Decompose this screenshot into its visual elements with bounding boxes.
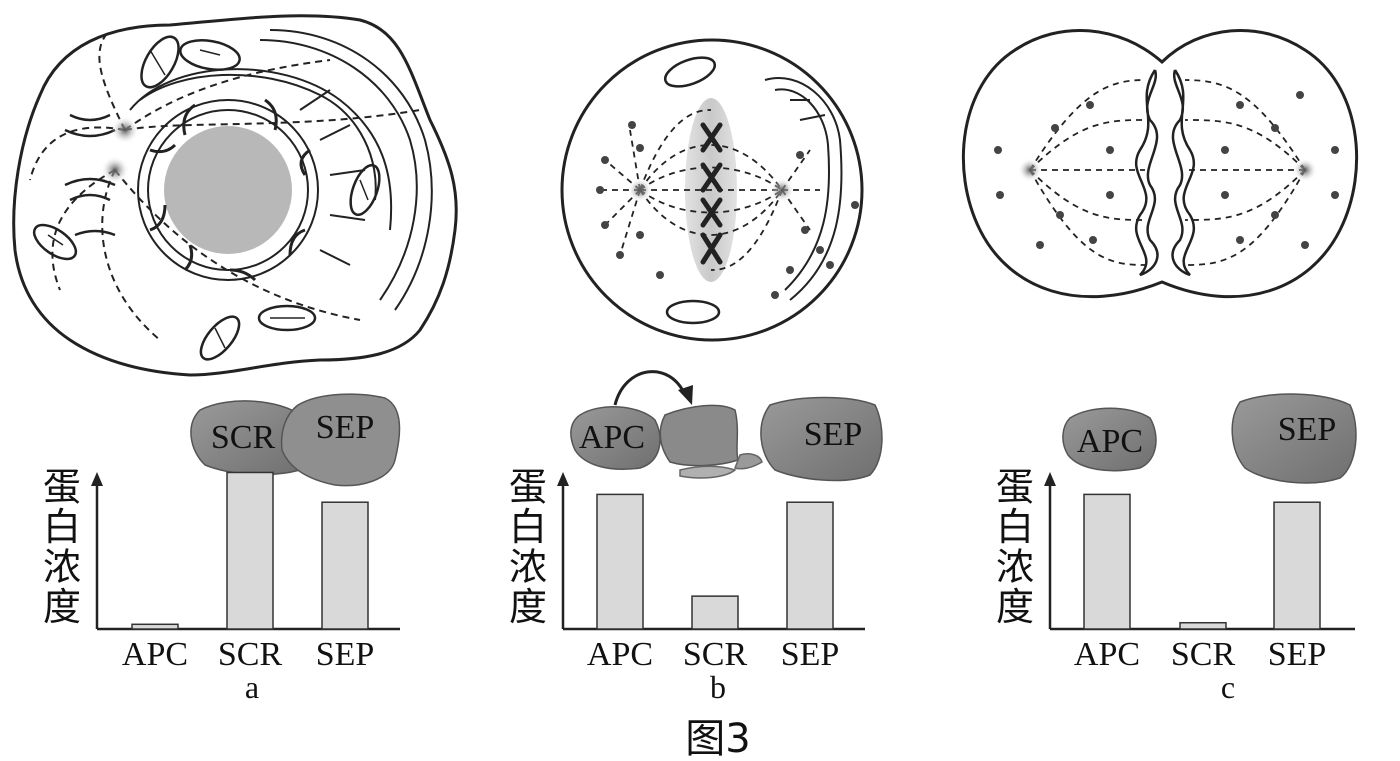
ylabel-char-a: 白 (43, 505, 81, 549)
bar-b-sep (786, 501, 834, 630)
chromatin (149, 98, 311, 282)
blob-label-scr-a: SCR (211, 419, 276, 456)
blob-label-apc-b: APC (579, 419, 645, 456)
cleavage-arrow (613, 370, 687, 406)
blob-label-sep-a: SEP (316, 409, 375, 446)
blobs-panel-a: SCR SEP (190, 393, 401, 487)
scr-fragment-1 (659, 404, 739, 467)
ylabel-char-c: 蛋 (996, 465, 1034, 509)
cytoskeleton (29, 29, 421, 341)
nucleus-envelope-outer (137, 99, 319, 281)
nucleus (164, 126, 292, 254)
centrosome-left (628, 178, 652, 202)
bar-c-sep (1273, 501, 1321, 630)
blob-apc-b (570, 406, 661, 470)
cleavage-arrowhead (678, 385, 693, 405)
bar-c-scr (1179, 621, 1227, 630)
blob-label-sep-c: SEP (1278, 411, 1337, 448)
centrosome-2 (101, 156, 129, 184)
y-axis-arrow-c (1044, 472, 1056, 486)
anaphase-spindle (1029, 79, 1306, 266)
cell-b-membrane (560, 38, 864, 342)
bar-a-scr (226, 471, 274, 630)
cell-interphase (12, 14, 458, 377)
panel-label-a: a (245, 669, 259, 705)
ylabel-char-a: 蛋 (43, 465, 81, 509)
y-axis-arrow-a (91, 472, 103, 486)
blob-sep-b (760, 396, 883, 482)
ylabel-char-c: 浓 (996, 545, 1034, 589)
golgi-apparatus (64, 113, 116, 237)
centrosome-1 (111, 116, 139, 144)
bar-b-apc (596, 493, 644, 630)
mito-b-2 (665, 299, 721, 325)
bar-a-sep (321, 501, 369, 630)
bar-a-apc (131, 623, 179, 630)
tick-label-b-apc: APC (587, 636, 653, 673)
cell-c-membrane (962, 28, 1358, 299)
figure-caption: 图3 (685, 716, 750, 761)
cell-a-membrane (12, 14, 458, 377)
mitochondria (32, 35, 381, 361)
ylabel-char-a: 度 (43, 585, 81, 629)
pole-right (1293, 158, 1317, 182)
tick-label-c-apc: APC (1074, 636, 1140, 673)
blob-sep-a (280, 393, 401, 487)
blobs-panel-b: APC SEP (570, 370, 883, 482)
ylabel-char-b: 蛋 (509, 465, 547, 509)
bar-b-scr (691, 595, 739, 630)
blob-apc-c (1062, 407, 1157, 472)
tick-label-a-apc: APC (122, 636, 188, 673)
y-axis-arrow-b (557, 472, 569, 486)
tick-label-b-sep: SEP (781, 636, 840, 673)
tick-label-c-sep: SEP (1268, 636, 1327, 673)
ylabel-char-b: 白 (509, 505, 547, 549)
blobs-panel-c: APC SEP (1062, 393, 1357, 484)
tick-label-a-scr: SCR (218, 636, 283, 673)
nucleus-envelope-inner (147, 109, 309, 271)
bar-c-apc (1083, 493, 1131, 630)
blob-sep-c (1231, 393, 1357, 484)
cell-metaphase (560, 38, 864, 342)
ylabel-char-c: 度 (996, 585, 1034, 629)
mito-b-1 (663, 56, 717, 88)
scr-fragment-3 (734, 453, 763, 470)
separating-chromatids (1134, 69, 1196, 277)
ylabel-char-c: 白 (996, 505, 1034, 549)
anaphase-dots (994, 91, 1339, 249)
endoplasmic-reticulum (129, 29, 433, 311)
panel-label-b: b (710, 669, 726, 705)
astral-dots (596, 121, 859, 299)
cell-anaphase (962, 28, 1358, 299)
tick-label-c-scr: SCR (1171, 636, 1236, 673)
chromosomes (700, 122, 723, 265)
panel-label-c: c (1221, 669, 1235, 705)
tick-label-a-sep: SEP (316, 636, 375, 673)
pole-left (1018, 158, 1042, 182)
ylabel-char-a: 浓 (43, 545, 81, 589)
spindle-fibers (600, 109, 820, 271)
blob-label-sep-b: SEP (804, 416, 863, 453)
ylabel-char-b: 度 (509, 585, 547, 629)
blob-label-apc-c: APC (1077, 423, 1143, 460)
ylabel-char-b: 浓 (509, 545, 547, 589)
scr-fragment-2 (679, 465, 737, 479)
centrosome-right (770, 178, 794, 202)
tick-label-b-scr: SCR (683, 636, 748, 673)
cell-b-er (764, 77, 843, 301)
